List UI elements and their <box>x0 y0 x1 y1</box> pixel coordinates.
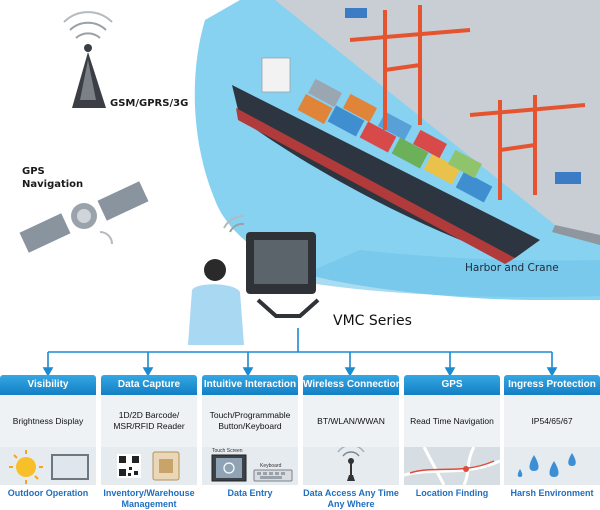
feature-detail: Brightness Display <box>0 395 96 447</box>
ship-bridge <box>261 57 291 93</box>
feature-caption: Data Entry <box>227 488 273 498</box>
feature-header: Intuitive Interaction <box>202 375 298 395</box>
feature-header: Visibility <box>0 375 96 395</box>
feature-caption: Harsh Environment <box>510 488 594 498</box>
keyboard-icon <box>253 469 293 482</box>
touch-keyboard-picture: Touch Screen Keyboard <box>202 447 298 485</box>
touch-screen-label: Touch Screen <box>212 448 243 454</box>
keyboard-label: Keyboard <box>260 463 282 469</box>
location-pin-icon <box>463 466 469 472</box>
tower-label: GSM/GPRS/3G <box>110 98 189 109</box>
cargo-ship <box>232 85 540 258</box>
truck <box>345 8 367 18</box>
containers <box>297 78 493 203</box>
feature-caption: Outdoor Operation <box>7 488 89 498</box>
cell-tower-icon <box>63 11 113 108</box>
feature-detail: Read Time Navigation <box>404 395 500 447</box>
monitor-icon <box>51 454 89 480</box>
connector-tree <box>42 328 558 377</box>
gps-label-line: GPS <box>22 166 45 177</box>
feature-visibility: Visibility Brightness Display Outdoor Op… <box>0 375 96 505</box>
feature-header: GPS <box>404 375 500 395</box>
sun-monitor-picture <box>0 447 96 485</box>
sun-icon <box>16 457 36 477</box>
feature-header: Ingress Protection <box>504 375 600 395</box>
gps-label-line: Navigation <box>22 179 84 190</box>
route-line <box>409 460 495 474</box>
water-drop-icon <box>517 453 576 477</box>
dock <box>275 0 600 235</box>
truck <box>555 172 581 184</box>
wireless-antenna-picture <box>303 447 399 485</box>
antenna-icon <box>337 447 365 481</box>
feature-detail: IP54/65/67 <box>504 395 600 447</box>
person-with-terminal <box>188 214 320 345</box>
water-drops-picture <box>504 447 600 485</box>
feature-detail: BT/WLAN/WWAN <box>303 395 399 447</box>
harbor-label: Harbor and Crane <box>465 262 559 274</box>
feature-caption: Location Finding <box>415 488 489 498</box>
barcode-rfid-picture <box>101 447 197 485</box>
product-label: VMC Series <box>333 313 412 329</box>
road-map-icon <box>404 447 500 485</box>
feature-data-capture: Data Capture 1D/2D Barcode/MSR/RFID Read… <box>101 375 197 509</box>
feature-header: Data Capture <box>101 375 197 395</box>
gps-navigation-label: GPS Navigation <box>22 165 92 191</box>
map-picture <box>404 447 500 485</box>
feature-wireless-connection: Wireless Connection BT/WLAN/WWAN Data Ac… <box>303 375 399 509</box>
satellite-icon <box>19 181 149 253</box>
qr-code-icon <box>117 454 141 478</box>
feature-header: Wireless Connection <box>303 375 399 395</box>
feature-ingress-protection: Ingress Protection IP54/65/67 Harsh Envi… <box>504 375 600 505</box>
crane-right <box>469 95 586 200</box>
feature-detail: 1D/2D Barcode/MSR/RFID Reader <box>101 395 197 447</box>
feature-gps: GPS Read Time Navigation Location Findin… <box>404 375 500 505</box>
feature-intuitive-interaction: Intuitive Interaction Touch/Programmable… <box>202 375 298 505</box>
crane-left <box>349 5 471 130</box>
